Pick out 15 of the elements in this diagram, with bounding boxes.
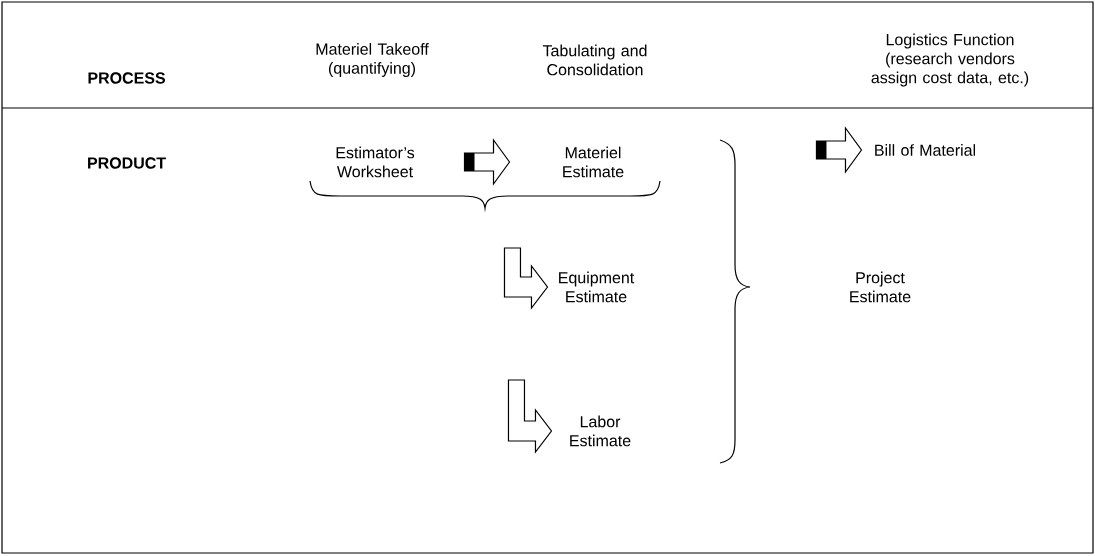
column-heading: Tabulating and Consolidation: [542, 44, 647, 76]
product-label: Project Estimate: [850, 271, 911, 303]
block-arrow: [815, 126, 863, 174]
column-heading: Materiel Takeoff (quantifying): [316, 43, 429, 77]
product-label: Labor Estimate: [570, 415, 631, 447]
block-arrow: [463, 138, 511, 186]
product-label: Bill of Material: [875, 144, 975, 156]
product-label: Equipment Estimate: [559, 271, 635, 303]
bent-arrow: [503, 247, 549, 310]
column-heading: Logistics Function (research vendors assign cost data, etc.): [871, 33, 1029, 87]
row-heading: PROCESS: [88, 72, 166, 84]
product-label: Estimator’s Worksheet: [336, 146, 415, 178]
bent-arrow: [507, 379, 553, 454]
product-label: Materiel Estimate: [563, 146, 624, 178]
row-heading: PRODUCT: [88, 157, 166, 169]
